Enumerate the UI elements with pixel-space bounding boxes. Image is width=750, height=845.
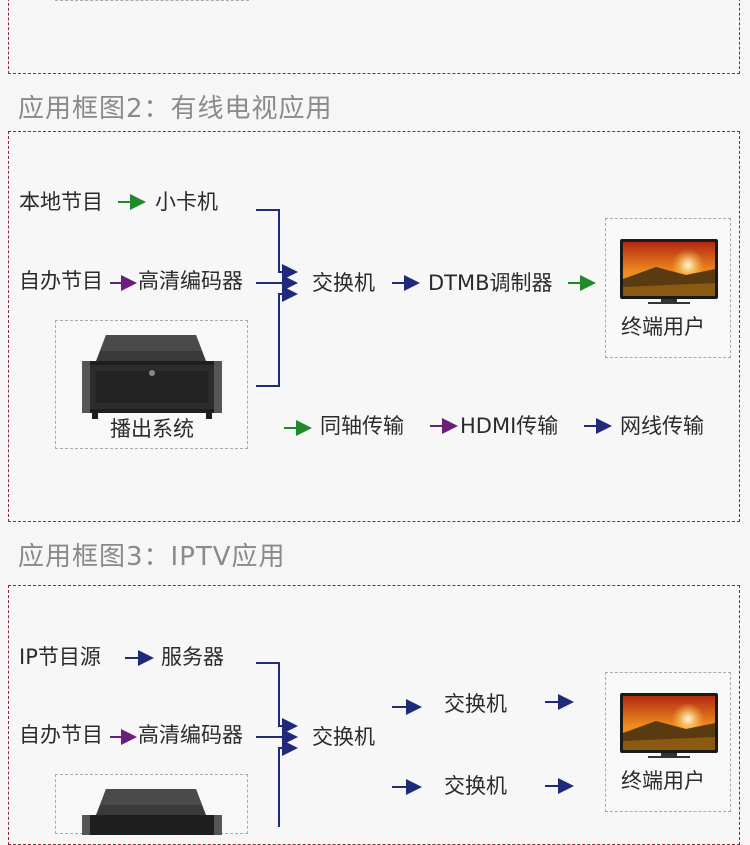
diagram2-title: 应用框图2：有线电视应用: [18, 94, 333, 124]
server-chassis-icon: [82, 789, 222, 835]
legend-hdmi-label: HDMI传输: [460, 414, 559, 438]
tv-icon: [620, 239, 718, 304]
source-ip-label: IP节目源: [19, 645, 101, 669]
dtmb-modulator-label: DTMB调制器: [428, 271, 553, 295]
tv-icon: [620, 693, 718, 758]
hd-encoder-label-3: 高清编码器: [138, 723, 243, 747]
terminal-box-3: 终端用户: [605, 672, 731, 812]
switch-label: 交换机: [312, 271, 375, 295]
diagram3-title: 应用框图3：IPTV应用: [18, 542, 286, 572]
source-local-label: 本地节目: [19, 190, 103, 214]
legend-coax-label: 同轴传输: [320, 414, 404, 438]
diagram1-image-box: [55, 0, 249, 1]
source-self-label-3: 自办节目: [19, 723, 103, 747]
diagram1-panel: [8, 0, 740, 74]
card-machine-label: 小卡机: [155, 190, 218, 214]
terminal-user-label-3: 终端用户: [621, 769, 705, 793]
switch-main-label: 交换机: [312, 725, 375, 749]
hd-encoder-label: 高清编码器: [138, 269, 243, 293]
legend-network-label: 网线传输: [620, 414, 704, 438]
server-label: 服务器: [161, 645, 224, 669]
source-self-label: 自办节目: [19, 269, 103, 293]
broadcast-system-label: 播出系统: [110, 417, 194, 441]
switch-a-label: 交换机: [444, 692, 507, 716]
broadcast-system-box-3: [55, 774, 248, 835]
server-chassis-icon: [82, 335, 222, 419]
broadcast-system-box: 播出系统: [55, 320, 248, 449]
terminal-user-label: 终端用户: [621, 315, 705, 339]
switch-b-label: 交换机: [444, 774, 507, 798]
terminal-box-2: 终端用户: [605, 218, 731, 358]
